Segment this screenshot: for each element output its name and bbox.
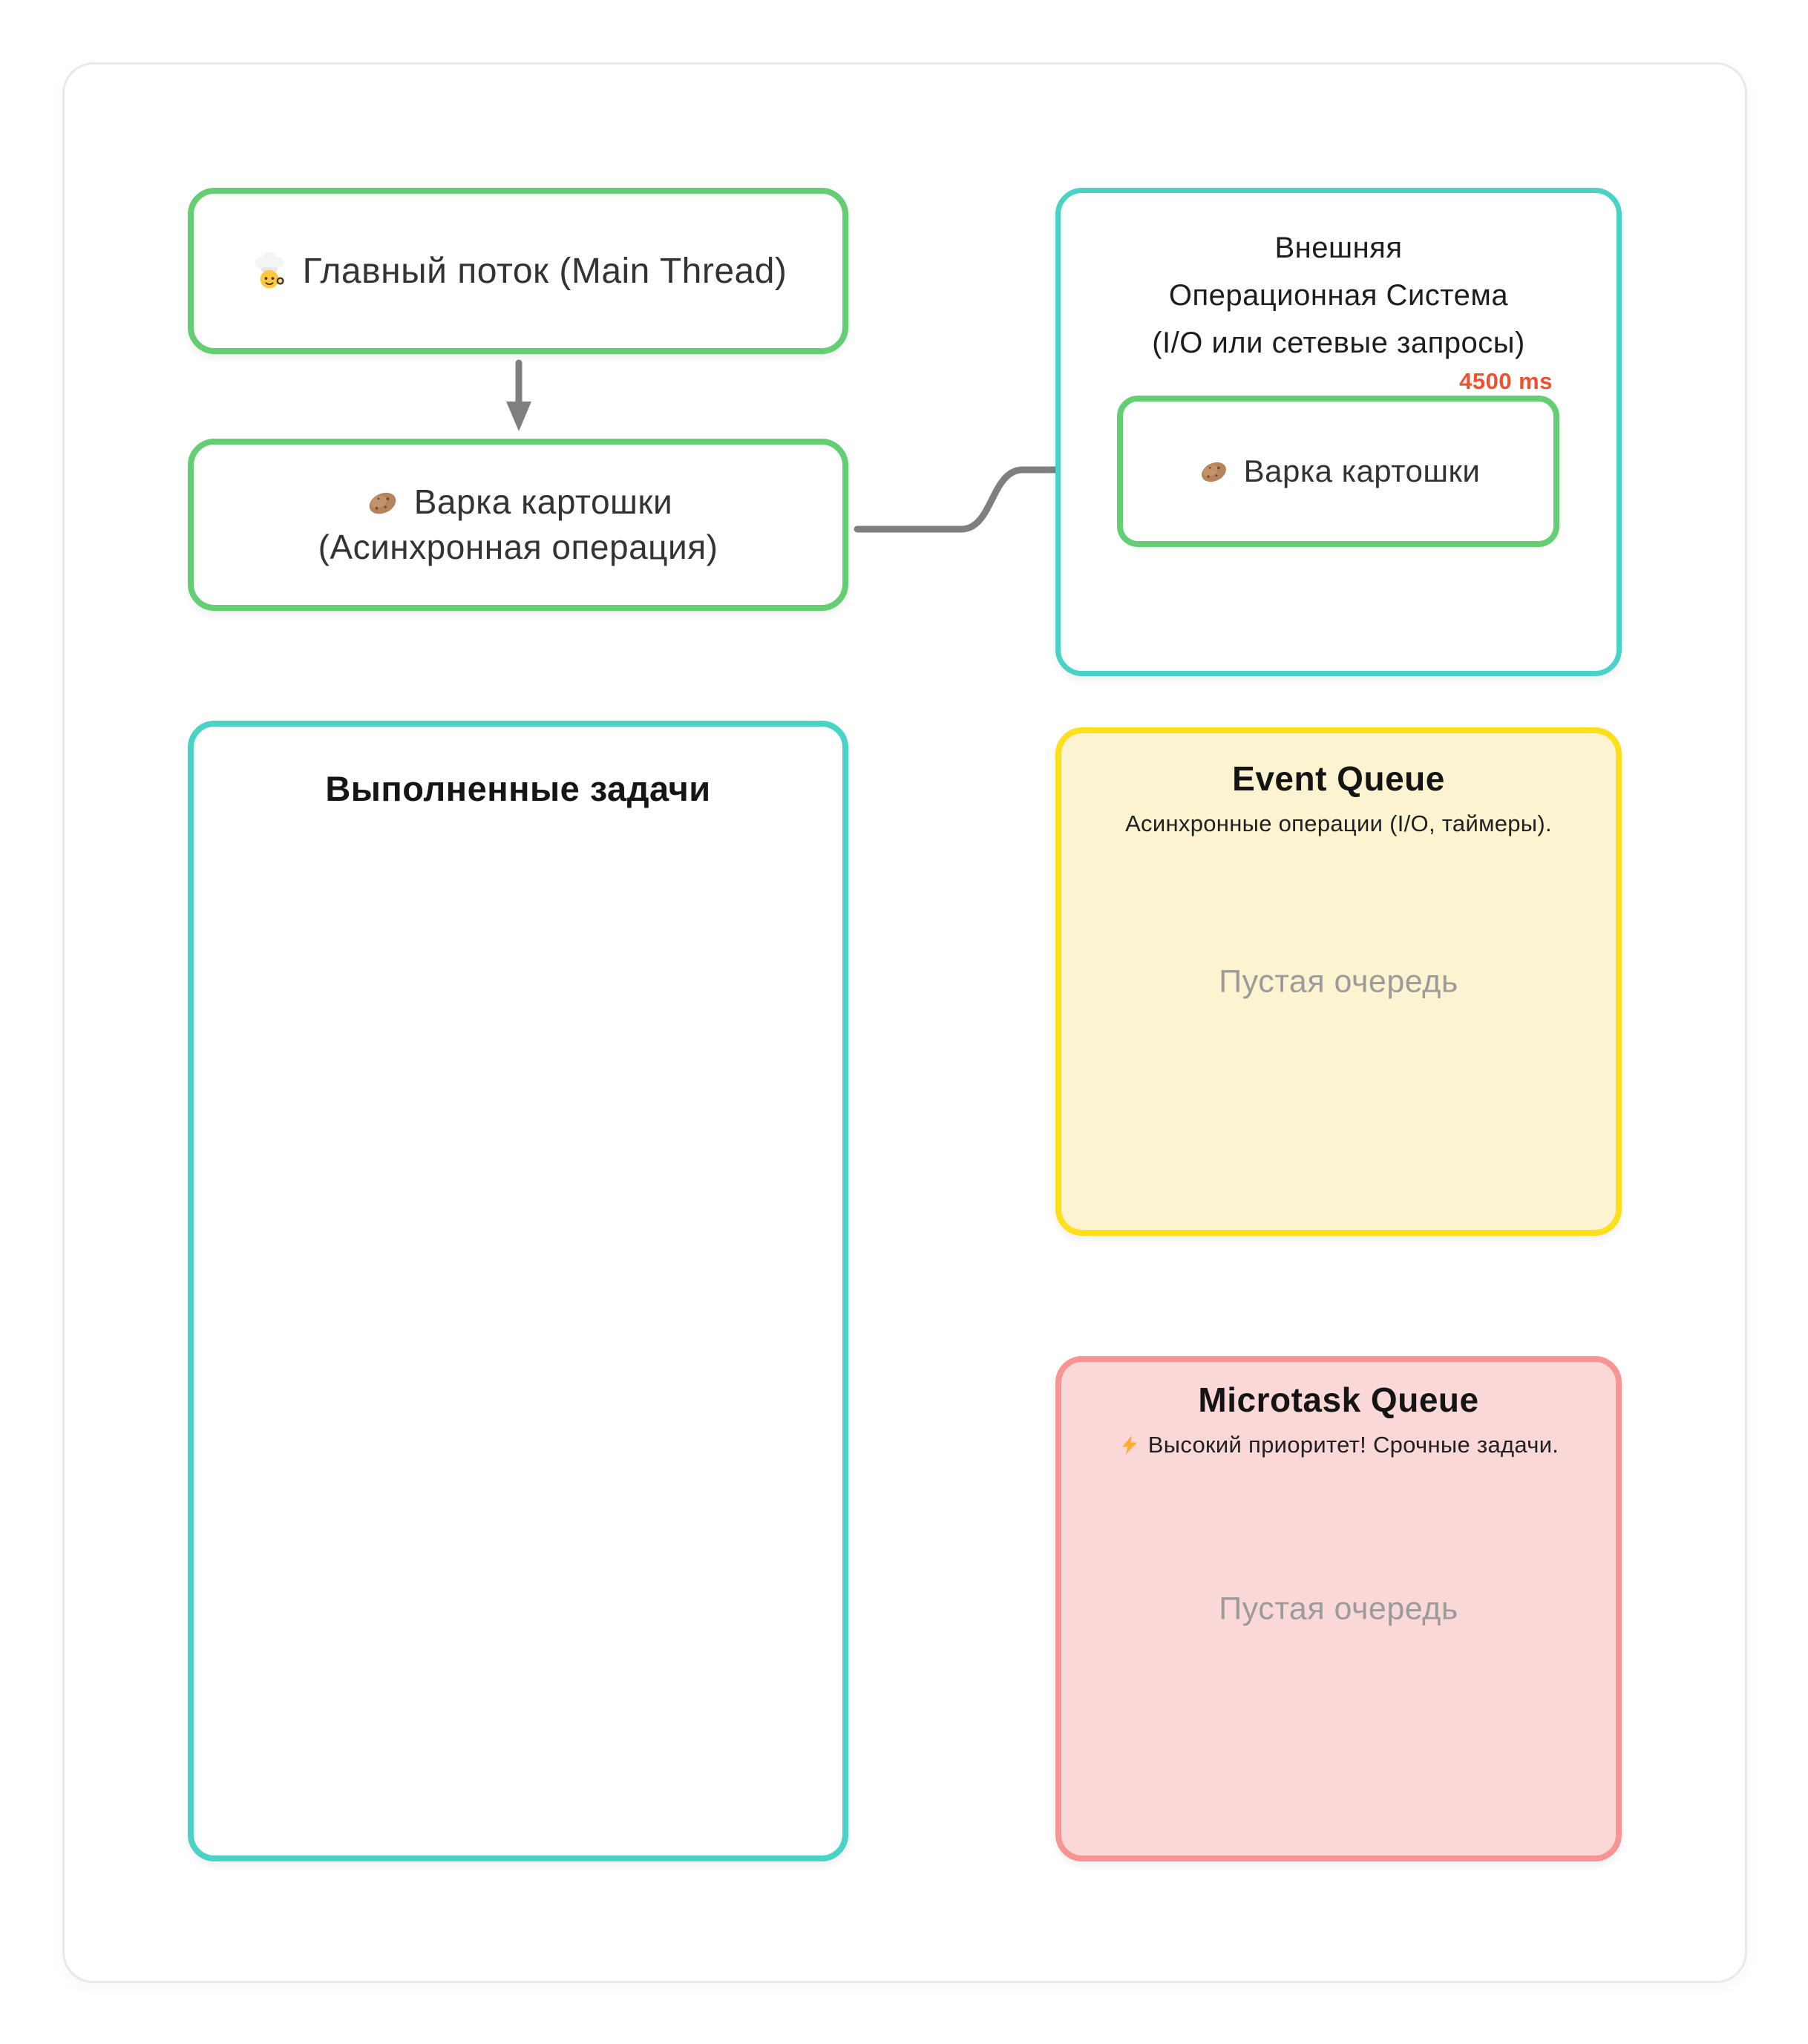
microtask-queue-empty-label: Пустая очередь [1219, 1591, 1458, 1626]
external-os-title-line1: Внешняя [1274, 232, 1403, 264]
potato-icon [1196, 454, 1231, 488]
os-task-box: Варка картошки [1117, 396, 1559, 547]
main-thread-label: Главный поток (Main Thread) [302, 251, 787, 291]
arrow-down-icon [506, 359, 531, 431]
async-operation-box: Варка картошки (Асинхронная операция) [188, 439, 848, 611]
os-task-label: Варка картошки [1243, 453, 1481, 488]
chef-icon [249, 251, 289, 291]
event-queue-empty-label: Пустая очередь [1219, 963, 1458, 999]
completed-tasks-box: Выполненные задачи [188, 721, 848, 1861]
async-operation-line2: (Асинхронная операция) [318, 528, 718, 566]
microtask-queue-subtitle: Высокий приоритет! Срочные задачи. [1147, 1432, 1559, 1458]
async-operation-line1: Варка картошки [413, 482, 673, 522]
external-os-box: Внешняя Операционная Система (I/O или се… [1055, 188, 1622, 676]
event-queue-box: Event Queue Асинхронные операции (I/O, т… [1055, 727, 1622, 1236]
microtask-queue-box: Microtask Queue Высокий приоритет! Срочн… [1055, 1356, 1622, 1861]
main-thread-box: Главный поток (Main Thread) [188, 188, 848, 354]
external-os-title-line2: Операционная Система [1168, 279, 1509, 312]
completed-tasks-title: Выполненные задачи [325, 769, 711, 808]
event-queue-subtitle: Асинхронные операции (I/O, таймеры). [1125, 810, 1552, 836]
timer-label: 4500 ms [1459, 368, 1553, 394]
microtask-queue-title: Microtask Queue [1198, 1380, 1479, 1419]
diagram-frame: Главный поток (Main Thread) [62, 62, 1747, 1983]
event-queue-title: Event Queue [1232, 759, 1445, 798]
external-os-title-line3: (I/O или сетевые запросы) [1152, 327, 1525, 359]
potato-icon [364, 484, 401, 521]
lightning-icon [1118, 1434, 1141, 1456]
